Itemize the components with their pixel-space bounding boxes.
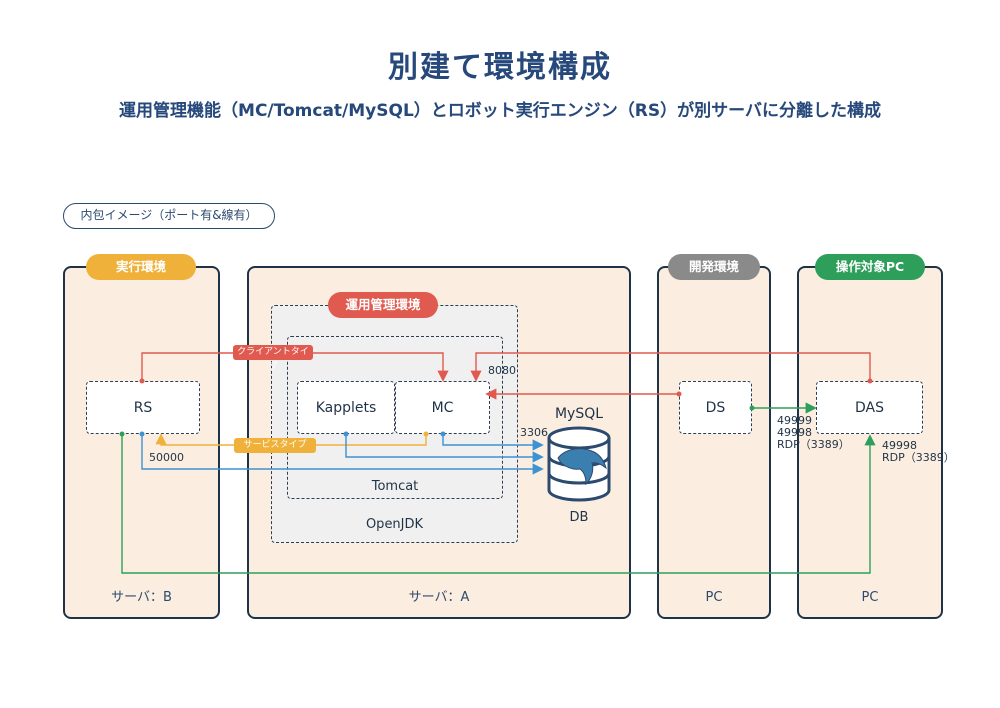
service-type-tag: サービスタイプ bbox=[234, 438, 316, 453]
dev-pc-footer: PC bbox=[705, 590, 723, 605]
ds-red-dot bbox=[676, 391, 682, 397]
panel-dev-pc: PC bbox=[657, 266, 771, 619]
port-49998-ds: 49998 bbox=[777, 426, 812, 439]
mc-db-dot bbox=[440, 431, 446, 437]
rs-db-dot bbox=[139, 431, 145, 437]
rs-das-line bbox=[121, 434, 876, 574]
database-icon bbox=[547, 426, 611, 502]
client-type-tag: クライアントタイプ bbox=[233, 345, 313, 372]
kapplets-label: Kapplets bbox=[315, 399, 377, 416]
mysql-label: MySQL bbox=[554, 406, 604, 422]
rs-db-line bbox=[141, 434, 544, 475]
rs-green-dot bbox=[119, 431, 125, 437]
tomcat-label: Tomcat bbox=[371, 479, 419, 494]
mc-label: MC bbox=[431, 399, 454, 416]
ds-label: DS bbox=[705, 399, 726, 416]
server-b-footer: サーバ：B bbox=[111, 590, 172, 605]
target-pc-pill: 操作対象PC bbox=[815, 254, 925, 280]
port-8080: 8080 bbox=[488, 364, 516, 377]
openjdk-label: OpenJDK bbox=[365, 517, 424, 532]
kapplets-db-dot bbox=[343, 431, 349, 437]
das-mc-line bbox=[470, 352, 871, 382]
port-49999: 49999 bbox=[777, 414, 812, 427]
target-pc-footer: PC bbox=[861, 590, 879, 605]
das-red-dot bbox=[867, 378, 873, 384]
rs-client-dot bbox=[139, 378, 145, 384]
kapplets-node[interactable]: Kapplets bbox=[297, 381, 395, 434]
exec-env-pill: 実行環境 bbox=[86, 254, 196, 280]
legend-badge: 内包イメージ（ポート有&線有） bbox=[63, 203, 275, 229]
db-label: DB bbox=[569, 510, 589, 525]
das-label: DAS bbox=[855, 399, 884, 416]
port-rdp-rs: RDP（3389） bbox=[882, 451, 955, 464]
mc-service-dot bbox=[423, 431, 429, 437]
rs-label: RS bbox=[133, 399, 153, 416]
tomcat-area bbox=[287, 336, 503, 499]
kapplets-db-line bbox=[345, 434, 544, 463]
page-subtitle: 運用管理機能（MC/Tomcat/MySQL）とロボット実行エンジン（RS）が別… bbox=[119, 101, 881, 121]
port-rdp-ds: RDP（3389） bbox=[777, 438, 850, 451]
port-50000: 50000 bbox=[149, 451, 184, 464]
ds-green-dot bbox=[749, 405, 755, 411]
mc-db-line bbox=[442, 434, 544, 451]
mgmt-env-pill: 運用管理環境 bbox=[328, 292, 438, 318]
dev-env-pill: 開発環境 bbox=[668, 254, 760, 280]
ds-node[interactable]: DS bbox=[679, 381, 752, 434]
port-49998-rs: 49998 bbox=[882, 439, 917, 452]
page-title: 別建て環境構成 bbox=[388, 50, 612, 85]
server-a-footer: サーバ：A bbox=[408, 590, 470, 605]
port-3306: 3306 bbox=[520, 426, 548, 439]
